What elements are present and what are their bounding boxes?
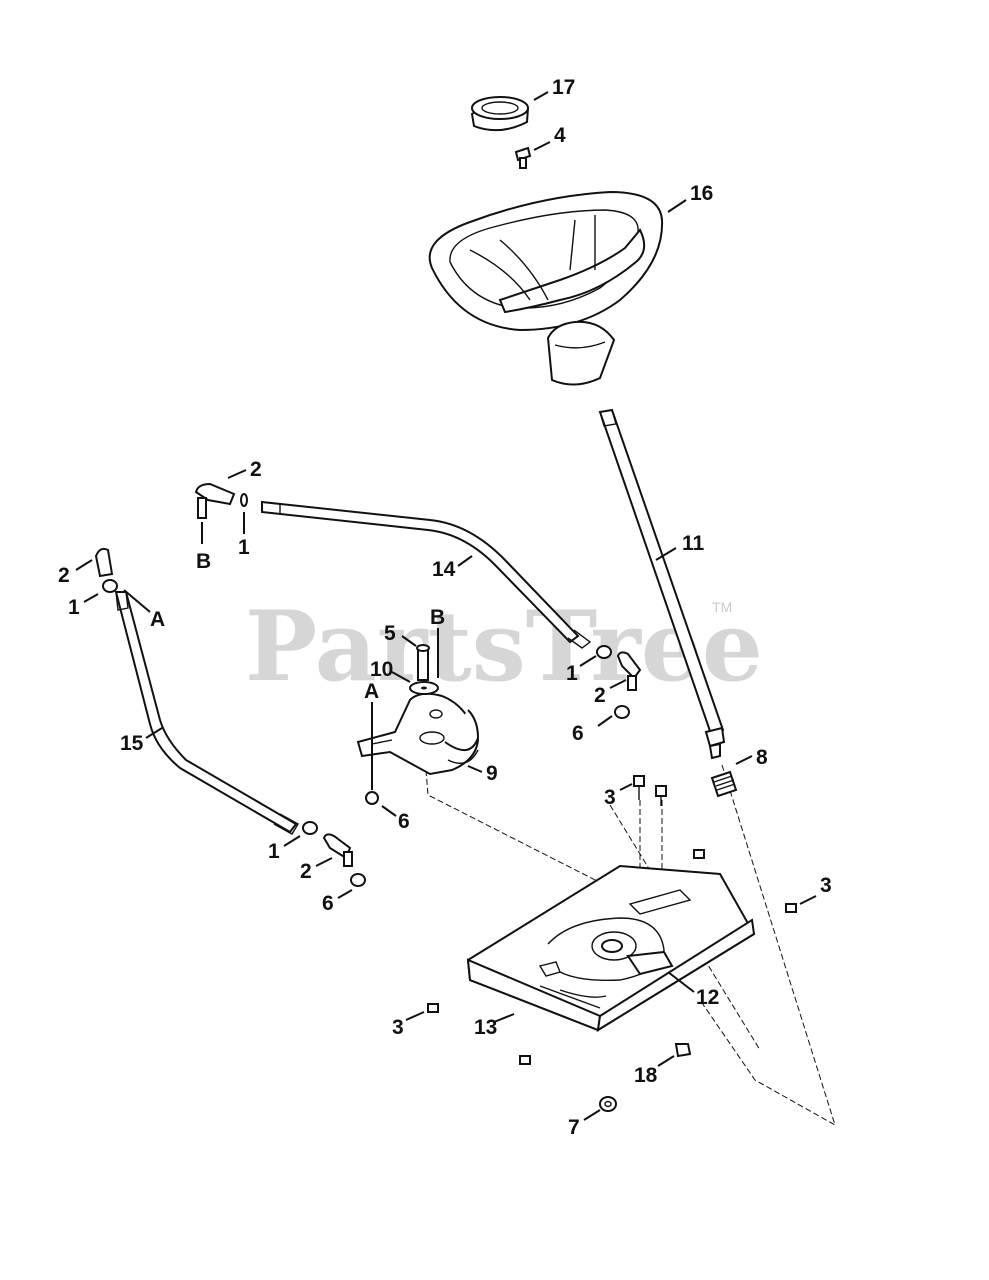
callout-14: 14 [432, 558, 456, 581]
sector-washer [409, 681, 439, 695]
watermark-trademark: TM [712, 599, 732, 615]
nut-18 [674, 1043, 692, 1058]
callout-13: 13 [474, 1016, 497, 1039]
callout-1-upper: 1 [238, 536, 250, 559]
callout-3-right: 3 [820, 874, 832, 897]
callout-10: 10 [370, 658, 393, 681]
callout-6-right: 6 [572, 722, 584, 745]
callout-2-upper: 2 [250, 458, 262, 481]
dash-pinion-to-plate [699, 764, 836, 1127]
callout-b-center: B [430, 606, 445, 629]
callout-labels: 17 4 16 11 2 1 B 14 2 1 A 5 B 10 A 1 2 6… [58, 76, 832, 1139]
pinion-gear [710, 770, 738, 798]
steering-screw [514, 146, 532, 169]
callout-2-left: 2 [58, 564, 70, 587]
callout-b-left: B [196, 550, 211, 573]
callout-6-lower: 6 [322, 892, 334, 915]
dash-sector-to-plate [425, 769, 606, 886]
callout-2-lower: 2 [300, 860, 312, 883]
callout-9: 9 [486, 762, 498, 785]
callout-a-left: A [150, 608, 165, 631]
steering-shaft [598, 408, 726, 760]
callout-1-left: 1 [68, 596, 80, 619]
drag-link-rod [261, 500, 592, 649]
nut-sector [365, 791, 379, 805]
callout-11: 11 [682, 532, 705, 555]
bolt-3-left [427, 1003, 439, 1013]
callout-4: 4 [554, 124, 566, 147]
bolt-3-bottom [519, 1055, 531, 1065]
callout-15: 15 [120, 732, 144, 755]
steering-cap [470, 96, 530, 132]
leader-lines [75, 91, 817, 1121]
bolt-3-right [785, 903, 797, 913]
callout-3-top: 3 [604, 786, 616, 809]
callout-2-right: 2 [594, 684, 606, 707]
callout-1-lower: 1 [268, 840, 280, 863]
sector-bolt [416, 644, 430, 681]
steering-plate [466, 864, 756, 1032]
callout-7: 7 [568, 1116, 580, 1139]
callout-5: 5 [384, 622, 396, 645]
callout-a-center: A [364, 680, 379, 703]
callout-6-center: 6 [398, 810, 410, 833]
callout-12: 12 [696, 986, 719, 1009]
callout-3-left: 3 [392, 1016, 404, 1039]
tie-rod-left [114, 591, 299, 835]
steering-wheel [428, 190, 664, 386]
ball-joint-lower [302, 821, 366, 887]
steering-sector [356, 692, 480, 776]
callout-18: 18 [634, 1064, 658, 1087]
ball-joint-left [94, 547, 118, 593]
ball-joint-right [596, 645, 642, 719]
bolt-3-top-b [655, 785, 667, 806]
callout-8: 8 [756, 746, 768, 769]
callout-16: 16 [690, 182, 713, 205]
nut-7 [599, 1096, 617, 1112]
bolt-3-top [633, 775, 645, 800]
ball-joint-upper-left [194, 482, 248, 519]
bolt-3-plate-top [693, 849, 705, 859]
callout-1-right: 1 [566, 662, 578, 685]
dash-diagonal [609, 804, 761, 1051]
callout-17: 17 [552, 76, 575, 99]
